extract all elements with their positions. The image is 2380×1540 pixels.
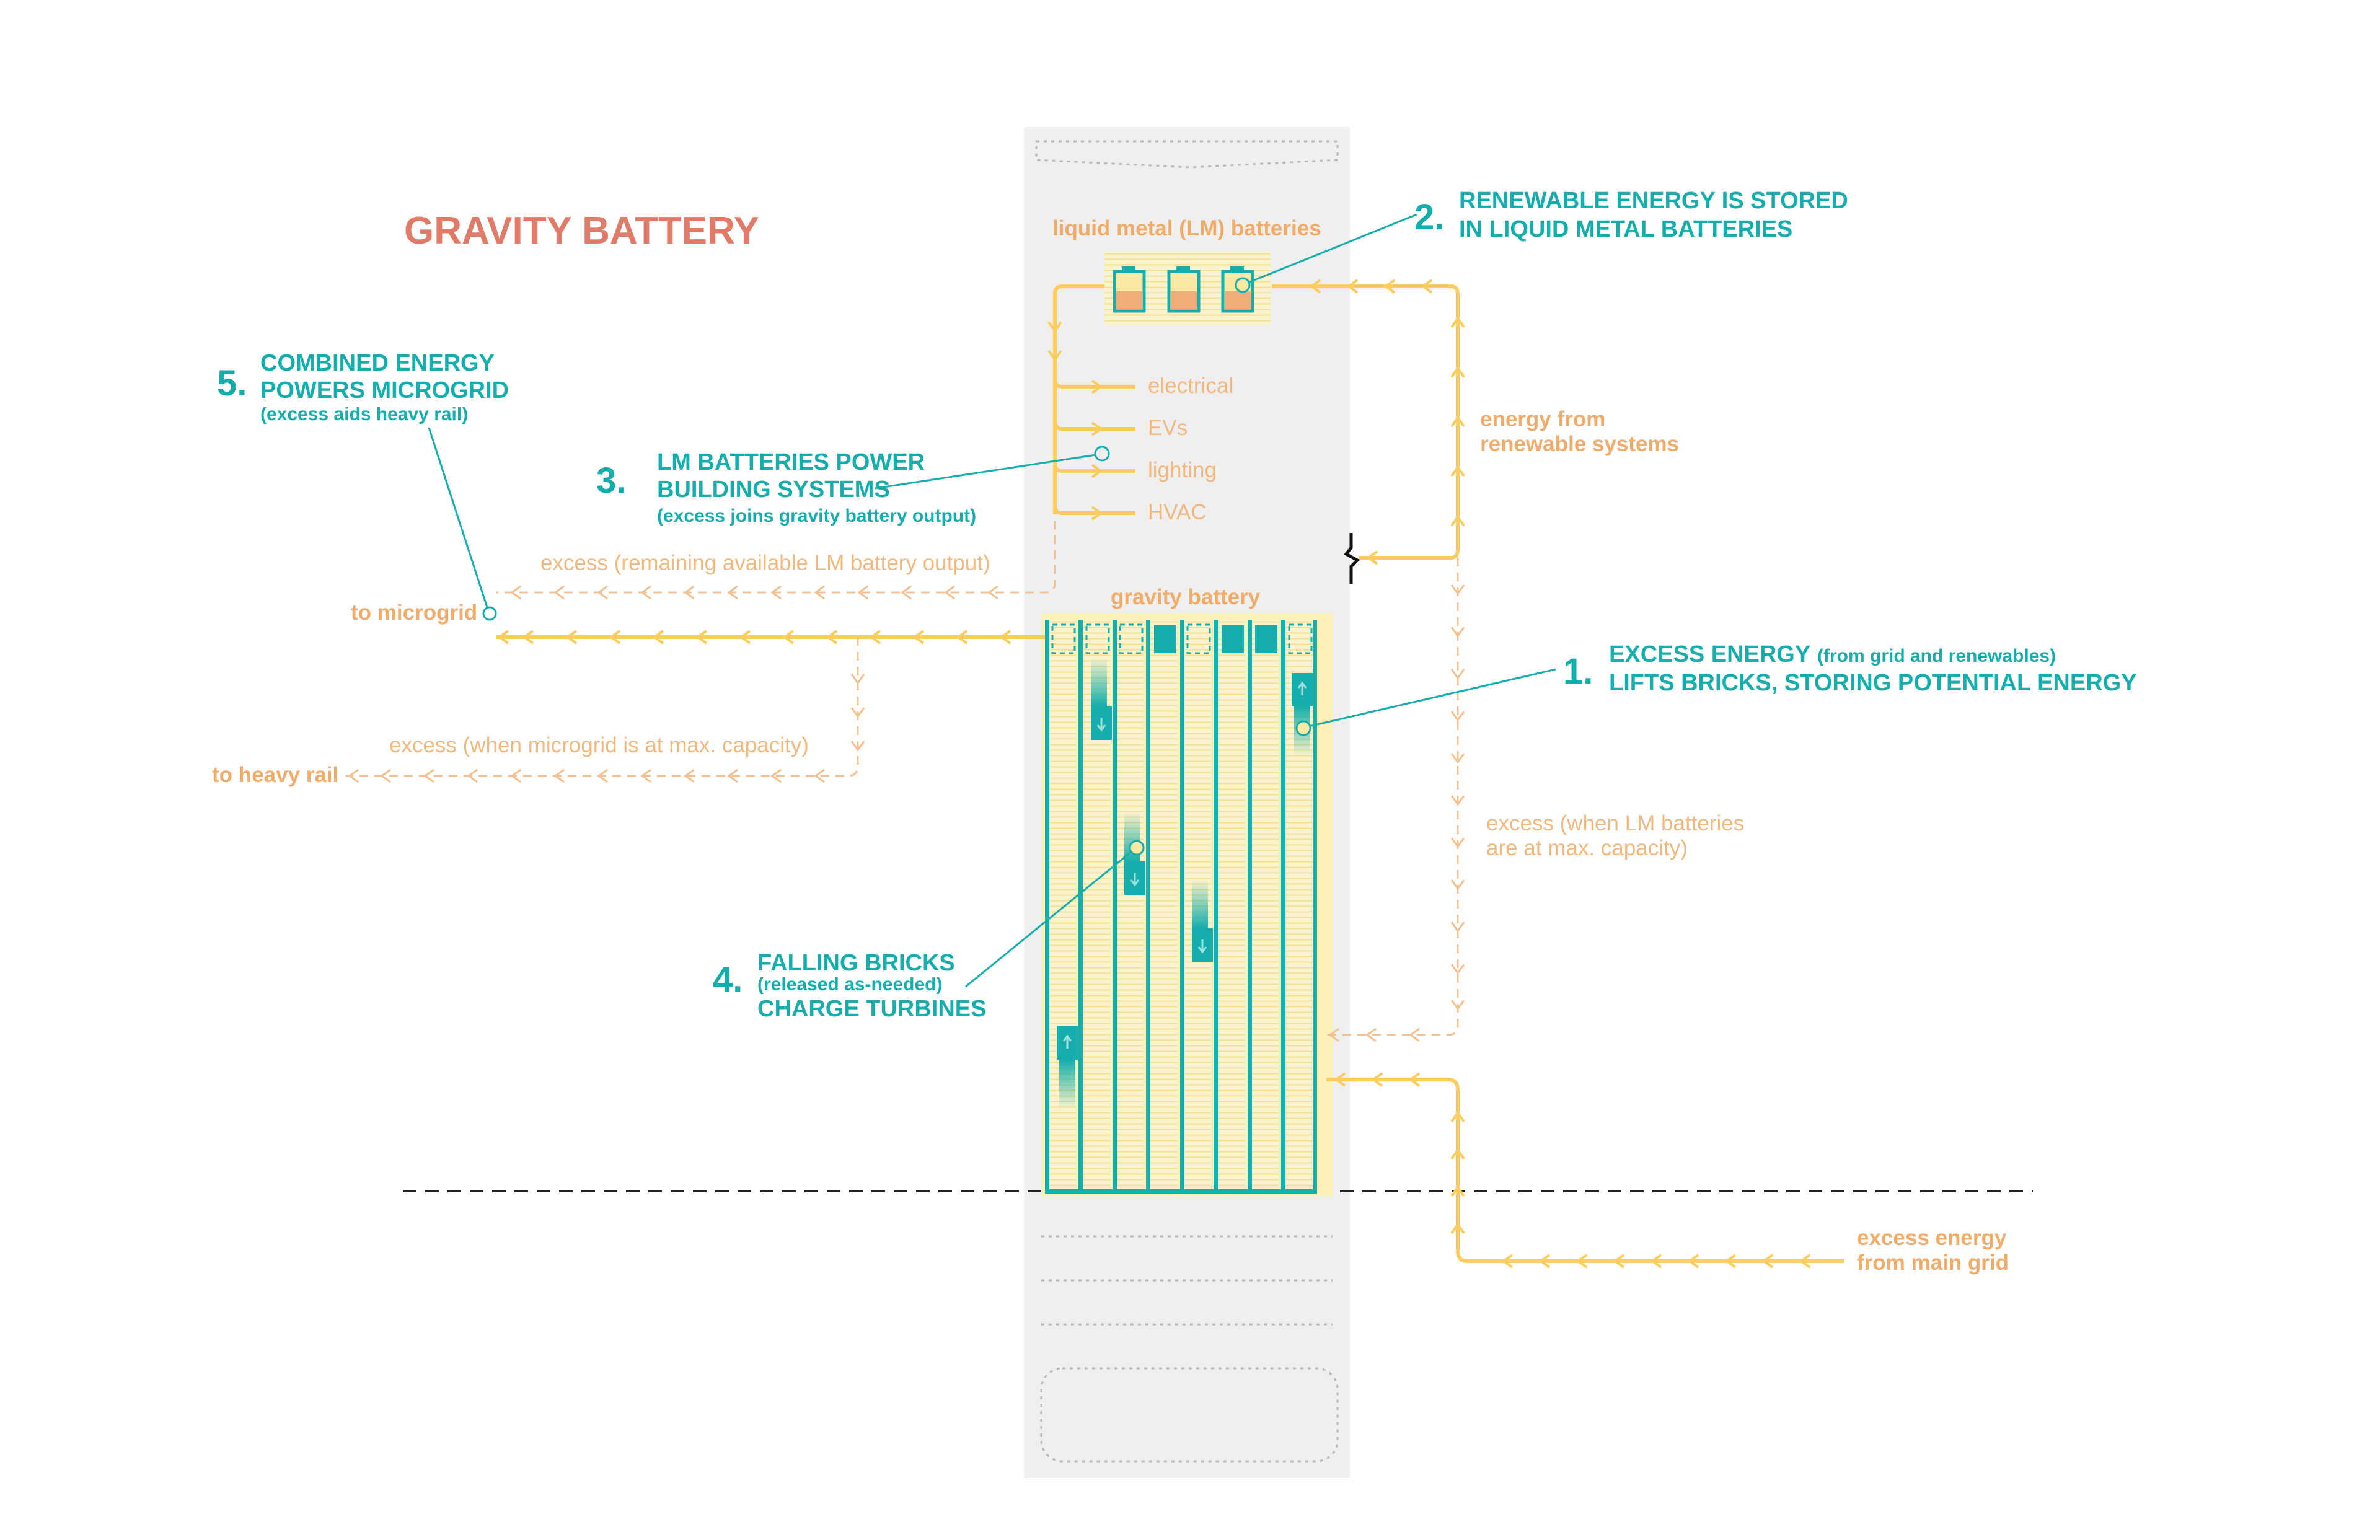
renewable-energy-flow [1272, 284, 1460, 560]
excess-lm-full-flow [1326, 558, 1459, 1036]
lm-output-arrows [1047, 321, 1103, 521]
gravity-output-arrows [497, 630, 1011, 645]
brick-falling [1192, 879, 1213, 962]
gravity-battery-label: gravity battery [1111, 585, 1261, 609]
step-4-callout: 4. FALLING BRICKS (released as-needed) C… [713, 840, 1145, 1022]
brick-rising [1292, 673, 1313, 756]
system-branch-evs [1053, 421, 1135, 431]
step-4-note: (released as-needed) [757, 974, 942, 995]
step-1-number: 1. [1563, 651, 1593, 692]
step-5-line2: POWERS MICROGRID [260, 377, 509, 403]
gravity-battery-shafts [1045, 620, 1317, 1194]
step-3-number: 3. [596, 460, 626, 501]
lm-battery [1113, 266, 1146, 313]
step-5-number: 5. [217, 363, 247, 403]
main-grid-flow [1326, 1078, 1844, 1263]
excess-lm-output-arrows [510, 585, 998, 600]
brick-rising [1057, 1026, 1078, 1109]
grid-break-symbol [1344, 533, 1360, 584]
to-heavy-rail-label: to heavy rail [212, 763, 338, 787]
excess-lm-full-label: excess (when LM batteries [1486, 811, 1744, 835]
to-microgrid-label: to microgrid [351, 601, 477, 625]
main-grid-label: excess energy [1857, 1226, 2007, 1250]
step-1-line1: EXCESS ENERGY [1609, 641, 1810, 667]
step-4-line2: CHARGE TURBINES [757, 996, 986, 1022]
energy-from-renewables-label: energy from [1480, 407, 1605, 431]
energy-from-renewables-label: renewable systems [1480, 432, 1679, 456]
bricks-at-top [1154, 625, 1277, 653]
system-branch-lighting [1053, 463, 1135, 473]
microgrid-marker [482, 606, 497, 621]
diagram-title: GRAVITY BATTERY [404, 209, 759, 252]
step-4-line1: FALLING BRICKS [757, 950, 955, 976]
excess-lm-output-flow [496, 521, 1056, 594]
excess-microgrid-flow [346, 637, 859, 777]
step-3-line2: BUILDING SYSTEMS [657, 477, 890, 503]
step-1-note: (from grid and renewables) [1817, 646, 2056, 666]
brick-rest-slots [1051, 623, 1313, 654]
step-2-callout: 2. RENEWABLE ENERGY IS STORED IN LIQUID … [1235, 188, 1848, 293]
system-label-evs: EVs [1148, 416, 1188, 440]
step-1-line2: LIFTS BRICKS, STORING POTENTIAL ENERGY [1609, 670, 2137, 696]
excess-lm-full-label: are at max. capacity) [1486, 836, 1688, 860]
main-grid-label: from main grid [1857, 1251, 2009, 1275]
system-label-lighting: lighting [1148, 458, 1217, 482]
lm-battery [1221, 266, 1254, 313]
foundation-outline [1040, 1367, 1339, 1463]
renewable-flow-arrows [1309, 279, 1465, 565]
system-branch-hvac [1053, 505, 1135, 515]
system-label-hvac: HVAC [1148, 500, 1207, 524]
excess-microgrid-arrows [348, 674, 865, 783]
step-2-number: 2. [1414, 197, 1444, 237]
step-2-line1: RENEWABLE ENERGY IS STORED [1459, 188, 1848, 214]
step-4-number: 4. [713, 959, 743, 1000]
lm-output-flow [1053, 284, 1104, 514]
step-5-line1: COMBINED ENERGY [260, 350, 495, 376]
system-branch-electrical [1053, 379, 1135, 389]
excess-microgrid-label: excess (when microgrid is at max. capaci… [389, 733, 809, 757]
system-label-electrical: electrical [1148, 374, 1233, 398]
step-3-note: (excess joins gravity battery output) [657, 506, 976, 526]
step-2-line2: IN LIQUID METAL BATTERIES [1459, 216, 1792, 242]
step-3-line1: LM BATTERIES POWER [657, 449, 925, 475]
excess-remaining-label: excess (remaining available LM battery o… [540, 551, 990, 575]
excess-lm-full-arrows [1328, 584, 1465, 1042]
main-grid-arrows [1334, 1072, 1811, 1269]
step-5-note: (excess aids heavy rail) [260, 404, 468, 425]
lm-batteries-label: liquid metal (LM) batteries [1052, 216, 1321, 240]
step-5-callout: 5. COMBINED ENERGY POWERS MICROGRID (exc… [217, 350, 509, 608]
step-1-callout: 1. EXCESS ENERGY (from grid and renewabl… [1295, 641, 2137, 736]
brick-falling [1091, 657, 1112, 740]
step-3-callout: 3. LM BATTERIES POWER BUILDING SYSTEMS (… [596, 446, 1110, 526]
lm-battery [1167, 266, 1201, 313]
